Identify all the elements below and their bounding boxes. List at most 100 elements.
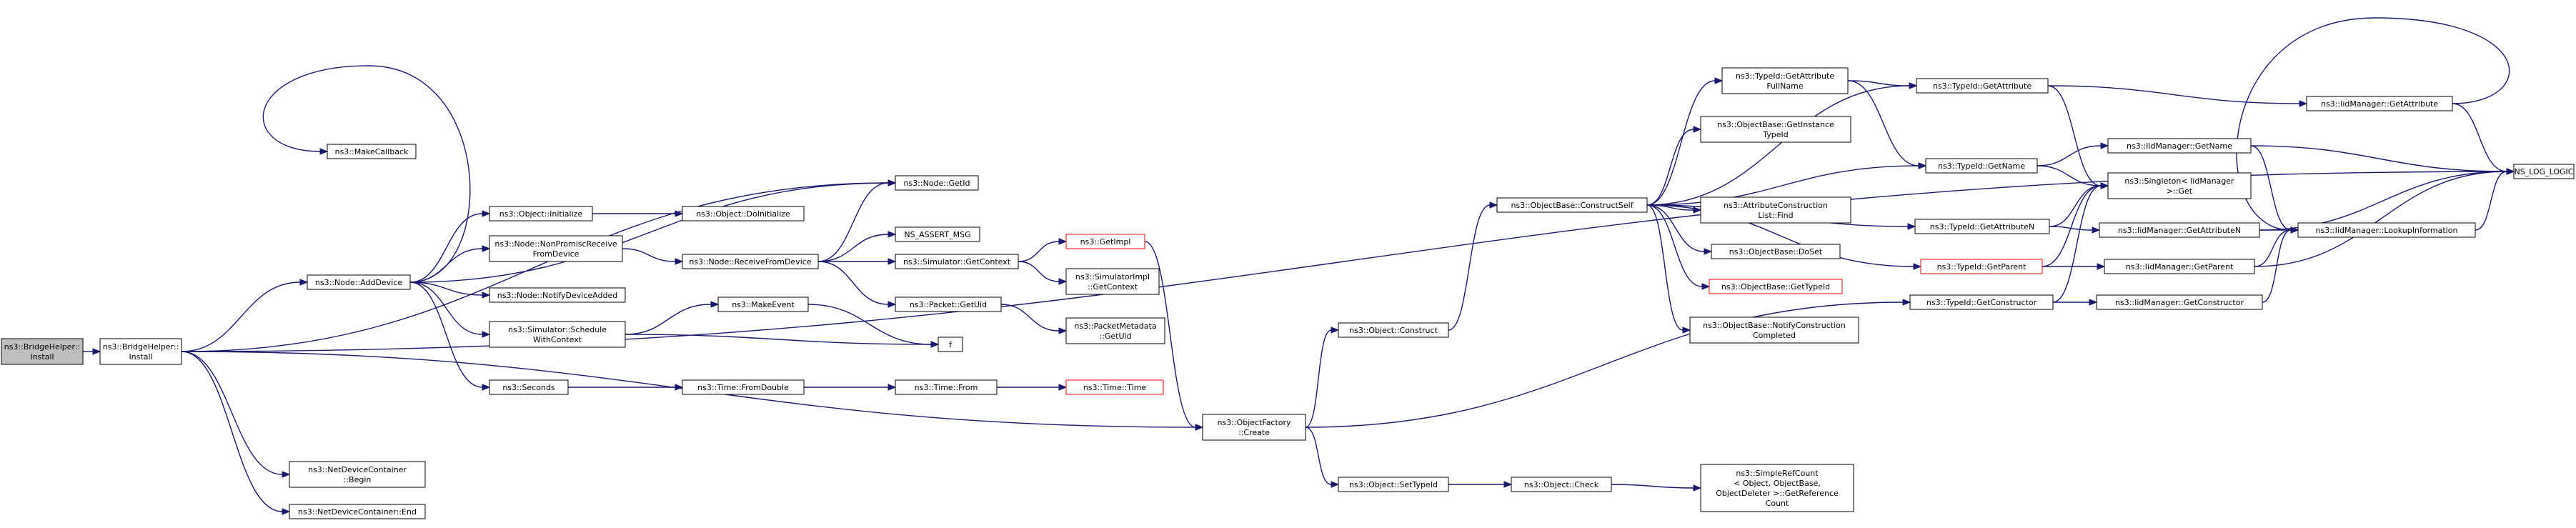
- node-object-settypeid[interactable]: ns3::Object::SetTypeId: [1338, 477, 1449, 492]
- node-label: ::GetUid: [1099, 332, 1131, 341]
- node-node-receivefromdevice[interactable]: ns3::Node::ReceiveFromDevice: [682, 254, 819, 269]
- node-simulator-getcontext[interactable]: ns3::Simulator::GetContext: [895, 254, 1019, 269]
- node-label: Install: [30, 352, 54, 362]
- node-label: ns3::ObjectBase::GetInstance: [1717, 120, 1834, 129]
- edge-typeid_getname-to-iidmanager_getname: [2037, 142, 2109, 166]
- edge-simulator_getcontext-to-getimpl: [1018, 238, 1068, 262]
- node-label: ns3::Singleton< IidManager: [2124, 176, 2234, 186]
- edge-typeid_getattribute-to-iidmanager_getattribute: [2047, 85, 2308, 107]
- node-object-check[interactable]: ns3::Object::Check: [1511, 477, 1612, 492]
- node-objectbase-notifyconstructioncompleted[interactable]: ns3::ObjectBase::NotifyConstructionCompl…: [1689, 317, 1859, 344]
- node-label: FullName: [1766, 81, 1803, 91]
- node-label: >::Get: [2167, 186, 2193, 196]
- node-box: [938, 337, 963, 352]
- edge-typeid_getattributen-to-singleton_iidmanager_get: [2049, 182, 2109, 227]
- node-objectfactory-create[interactable]: ns3::ObjectFactory::Create: [1202, 414, 1306, 441]
- node-iidmanager-lookupinformation[interactable]: ns3::IidManager::LookupInformation: [2297, 222, 2476, 238]
- node-label: ns3::ObjectBase::GetTypeId: [1721, 282, 1830, 292]
- node-label: ns3::ObjectFactory: [1217, 418, 1291, 427]
- node-netdevicecontainer-begin[interactable]: ns3::NetDeviceContainer::Begin: [289, 461, 426, 488]
- node-time-from[interactable]: ns3::Time::From: [895, 379, 998, 395]
- node-ns-log-logic[interactable]: NS_LOG_LOGIC: [2513, 164, 2575, 179]
- node-typeid-getparent[interactable]: ns3::TypeId::GetParent: [1920, 259, 2043, 274]
- node-box: [2297, 222, 2476, 238]
- node-box: [289, 504, 426, 519]
- node-seconds[interactable]: ns3::Seconds: [489, 379, 569, 395]
- edge-bridgehelper_install-to-node_adddevice: [181, 279, 309, 352]
- node-box: [489, 379, 569, 395]
- node-iidmanager-getattributen[interactable]: ns3::IidManager::GetAttributeN: [2099, 222, 2260, 238]
- node-label: ns3::Packet::GetUid: [910, 300, 987, 309]
- node-bridgehelper-install-root[interactable]: ns3::BridgeHelper::Install: [1, 338, 84, 365]
- node-label: ::Begin: [344, 475, 372, 484]
- node-label: ns3::TypeId::GetName: [1938, 161, 2025, 171]
- edge-node_receivefromdevice-to-simulator_getcontext: [818, 258, 897, 265]
- node-box: [895, 175, 979, 191]
- node-box: [489, 235, 623, 262]
- node-typeid-getconstructor[interactable]: ns3::TypeId::GetConstructor: [1909, 294, 2054, 310]
- node-box: [682, 254, 819, 269]
- edge-typeid_getconstructor-to-singleton_iidmanager_get: [2052, 182, 2109, 303]
- node-object-doinitialize[interactable]: ns3::Object::DoInitialize: [682, 206, 805, 221]
- node-label: ns3::Object::Construct: [1349, 326, 1438, 335]
- node-packetmetadata-getuid[interactable]: ns3::PacketMetadata::GetUid: [1065, 317, 1165, 344]
- node-objectbase-doset[interactable]: ns3::ObjectBase::DoSet: [1711, 244, 1841, 259]
- node-typeid-getattribute[interactable]: ns3::TypeId::GetAttribute: [1916, 78, 2049, 94]
- node-label: f: [949, 340, 953, 349]
- node-bridgehelper-install[interactable]: ns3::BridgeHelper::Install: [99, 338, 182, 365]
- node-getimpl[interactable]: ns3::GetImpl: [1065, 234, 1145, 249]
- node-label: ns3::SimpleRefCount: [1736, 469, 1819, 478]
- node-box: [1496, 197, 1648, 213]
- node-box: [2104, 259, 2255, 274]
- node-singleton-iidmanager-get[interactable]: ns3::Singleton< IidManager>::Get: [2107, 172, 2252, 199]
- node-ns-assert-msg[interactable]: NS_ASSERT_MSG: [895, 226, 980, 242]
- node-netdevicecontainer-end[interactable]: ns3::NetDeviceContainer::End: [289, 504, 426, 519]
- node-box: [99, 338, 182, 365]
- node-f[interactable]: f: [938, 337, 963, 352]
- node-box: [895, 254, 1019, 269]
- node-packet-getuid[interactable]: ns3::Packet::GetUid: [895, 297, 1002, 312]
- node-label: ns3::IidManager::LookupInformation: [2316, 226, 2458, 235]
- node-time-time[interactable]: ns3::Time::Time: [1065, 379, 1164, 395]
- edge-objectfactory_create-to-object_construct: [1305, 327, 1340, 428]
- node-objectbase-gettypeid[interactable]: ns3::ObjectBase::GetTypeId: [1709, 279, 1843, 294]
- edge-iidmanager_getparent-to-ns_log_logic: [2254, 168, 2515, 267]
- node-box: [489, 321, 626, 348]
- node-simulatorimpl-getcontext[interactable]: ns3::SimulatorImpl::GetContext: [1065, 268, 1160, 295]
- node-makecallback[interactable]: ns3::MakeCallback: [327, 144, 417, 159]
- node-typeid-getname[interactable]: ns3::TypeId::GetName: [1925, 158, 2038, 174]
- edge-node_receivefromdevice-to-node_getid: [817, 179, 897, 262]
- node-box: [2107, 138, 2252, 154]
- edge-seconds-to-time_fromdouble: [567, 384, 684, 391]
- edge-node_adddevice-to-node_notifydeviceadded: [409, 282, 491, 299]
- node-makeevent[interactable]: ns3::MakeEvent: [717, 297, 809, 312]
- node-label: ns3::Node::GetId: [903, 179, 970, 188]
- node-typeid-getattributen[interactable]: ns3::TypeId::GetAttributeN: [1914, 219, 2050, 234]
- node-label: ns3::MakeEvent: [732, 300, 795, 309]
- node-time-fromdouble[interactable]: ns3::Time::FromDouble: [682, 379, 805, 395]
- node-iidmanager-getname[interactable]: ns3::IidManager::GetName: [2107, 138, 2252, 154]
- node-node-adddevice[interactable]: ns3::Node::AddDevice: [307, 274, 411, 290]
- node-label: ns3::Simulator::Schedule: [508, 325, 607, 334]
- node-box: [1914, 219, 2050, 234]
- node-simplerefcount-getreferencecount[interactable]: ns3::SimpleRefCount< Object, ObjectBase,…: [1700, 464, 1854, 512]
- node-iidmanager-getconstructor[interactable]: ns3::IidManager::GetConstructor: [2096, 294, 2263, 310]
- node-iidmanager-getattribute[interactable]: ns3::IidManager::GetAttribute: [2306, 96, 2453, 111]
- node-label: ns3::ObjectBase::NotifyConstruction: [1703, 321, 1846, 330]
- node-object-construct[interactable]: ns3::Object::Construct: [1338, 322, 1449, 338]
- node-node-notifydeviceadded[interactable]: ns3::Node::NotifyDeviceAdded: [489, 287, 626, 303]
- node-object-initialize[interactable]: ns3::Object::Initialize: [489, 206, 593, 221]
- node-box: [1338, 477, 1449, 492]
- edge-simulator_schedulewithcontext-to-makeevent: [625, 301, 720, 335]
- node-node-getid[interactable]: ns3::Node::GetId: [895, 175, 979, 191]
- node-label: ns3::IidManager::GetAttributeN: [2118, 226, 2241, 235]
- node-iidmanager-getparent[interactable]: ns3::IidManager::GetParent: [2104, 259, 2255, 274]
- edge-makeevent-to-f: [807, 304, 940, 348]
- node-label: TypeId: [1762, 130, 1789, 139]
- node-objectbase-constructself[interactable]: ns3::ObjectBase::ConstructSelf: [1496, 197, 1648, 213]
